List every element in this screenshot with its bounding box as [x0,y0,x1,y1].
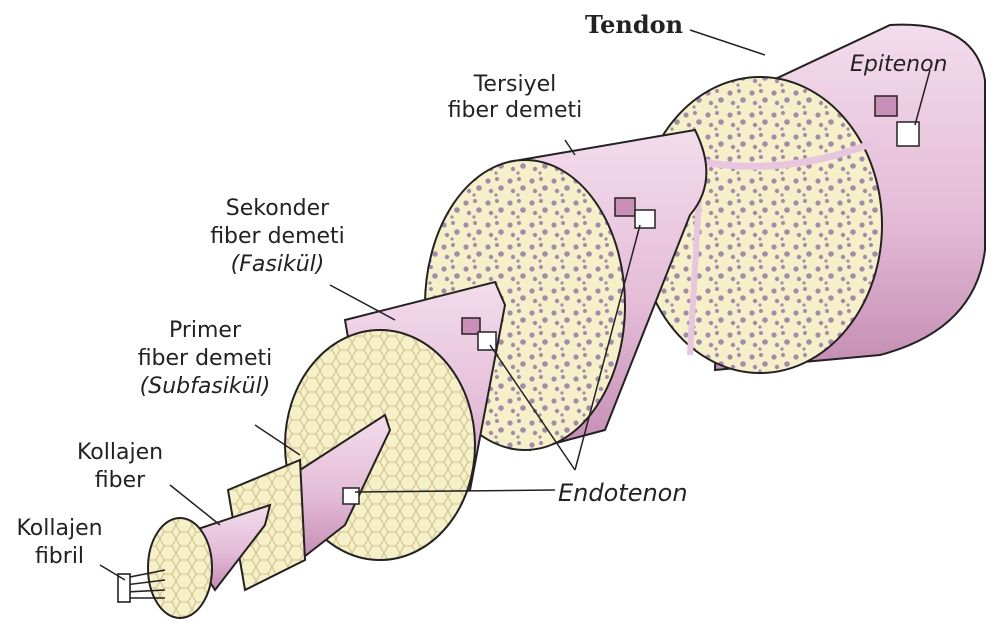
label-collagen-fiber-line1: Kollajen [60,440,180,466]
label-collagen-fiber-line2: fiber [60,468,180,494]
label-secondary-line3: (Fasikül) [200,252,355,278]
label-epitenon: Epitenon [850,52,948,78]
label-tendon: Tendon [585,12,683,38]
label-collagen-fibril-line2: fibril [2,544,117,570]
label-endotenon: Endotenon [558,480,688,506]
label-secondary-line2: fiber demeti [200,224,355,250]
label-primary-line3: (Subfasikül) [130,374,280,400]
label-tertiary-line2: fiber demeti [440,98,590,124]
label-primary-line1: Primer [130,318,280,344]
label-tertiary-line1: Tersiyel [440,72,590,98]
label-primary-line2: fiber demeti [130,346,280,372]
label-secondary-line1: Sekonder [200,196,355,222]
label-collagen-fibril-line1: Kollajen [2,516,117,542]
